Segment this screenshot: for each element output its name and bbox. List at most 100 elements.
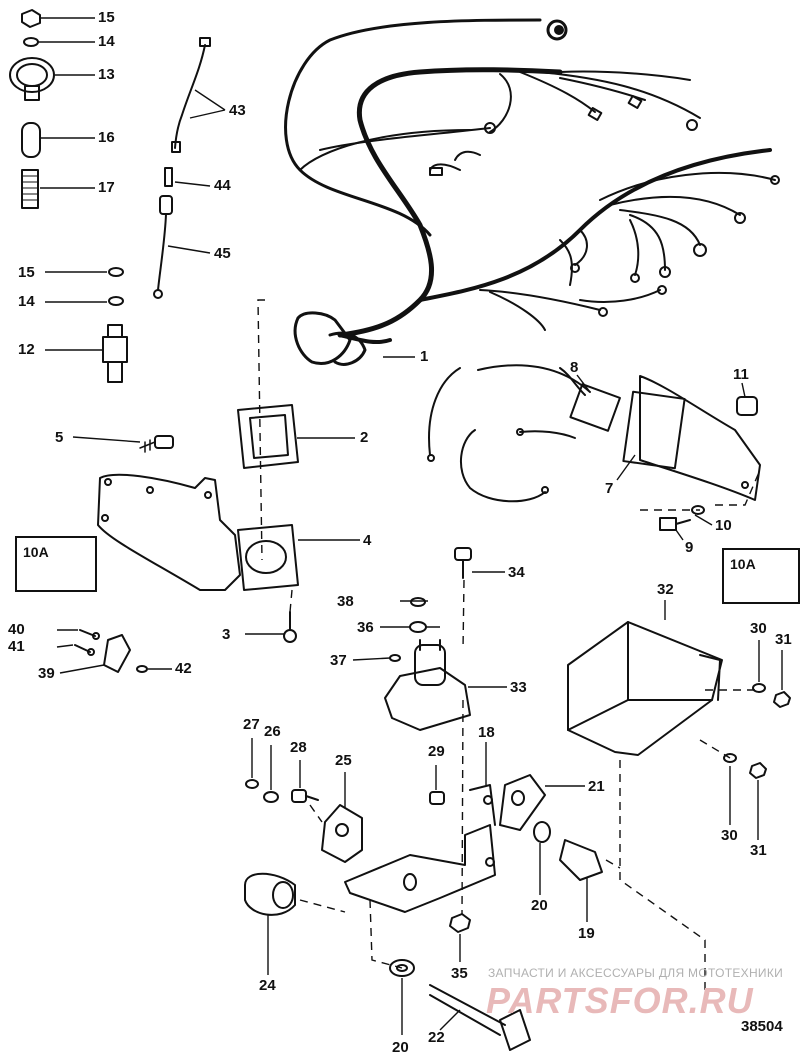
block-25 bbox=[321, 804, 363, 863]
callout-9: 9 bbox=[685, 539, 694, 556]
screw-3 bbox=[283, 611, 297, 643]
callout-12: 12 bbox=[18, 341, 35, 358]
bolt-34 bbox=[454, 547, 472, 579]
callout-31-lower: 31 bbox=[750, 842, 767, 859]
boot-2 bbox=[237, 404, 299, 469]
switch-12 bbox=[102, 324, 128, 383]
callout-7: 7 bbox=[605, 480, 614, 497]
callout-14-lower: 14 bbox=[18, 293, 35, 310]
wiring-harness bbox=[284, 18, 780, 366]
callout-15-lower: 15 bbox=[18, 264, 35, 281]
sender-13 bbox=[9, 57, 55, 101]
leader-lines bbox=[38, 17, 783, 1035]
washer-27 bbox=[245, 779, 259, 789]
bolt-19 bbox=[559, 839, 603, 881]
clip-39 bbox=[103, 634, 131, 673]
washer-26 bbox=[263, 791, 279, 803]
screw-29 bbox=[429, 791, 445, 805]
callout-40: 40 bbox=[8, 621, 25, 638]
callout-33: 33 bbox=[510, 679, 527, 696]
callout-34: 34 bbox=[508, 564, 525, 581]
washer-10 bbox=[691, 505, 705, 515]
callout-16: 16 bbox=[98, 129, 115, 146]
washers-30-31 bbox=[723, 683, 791, 779]
callout-30-lower: 30 bbox=[721, 827, 738, 844]
nut-15 bbox=[21, 9, 41, 28]
clamp-21 bbox=[499, 774, 546, 831]
callout-3: 3 bbox=[222, 626, 231, 643]
figure-number: 38504 bbox=[741, 1018, 783, 1035]
washer-37 bbox=[389, 654, 401, 662]
callout-14-top: 14 bbox=[98, 33, 115, 50]
callout-36: 36 bbox=[357, 619, 374, 636]
screw-5 bbox=[139, 435, 174, 453]
spacer-11 bbox=[736, 396, 758, 416]
cover-32 bbox=[567, 621, 723, 756]
washer-20-upper bbox=[533, 821, 551, 843]
callout-2: 2 bbox=[360, 429, 369, 446]
nut-38 bbox=[410, 597, 426, 607]
callout-20-upper: 20 bbox=[531, 897, 548, 914]
callout-4: 4 bbox=[363, 532, 372, 549]
callout-11: 11 bbox=[733, 366, 749, 383]
callout-10: 10 bbox=[715, 517, 732, 534]
watermark-logo: PARTSFOR.RU bbox=[486, 980, 754, 1021]
callout-39: 39 bbox=[38, 665, 55, 682]
inset-10a-left-label: 10A bbox=[23, 544, 49, 560]
callout-15-top: 15 bbox=[98, 9, 115, 26]
callout-27: 27 bbox=[243, 716, 260, 733]
callout-26: 26 bbox=[264, 723, 281, 740]
callout-17: 17 bbox=[98, 179, 115, 196]
spacer-24 bbox=[244, 872, 296, 916]
watermark-caption: ЗАПЧАСТИ И АКСЕССУАРЫ ДЛЯ МОТОТЕХНИКИ bbox=[488, 966, 784, 980]
callout-31-top: 31 bbox=[775, 631, 792, 648]
sleeve-16 bbox=[21, 122, 41, 158]
washer-14-lower bbox=[108, 296, 124, 306]
nut-35 bbox=[449, 913, 471, 933]
callout-22: 22 bbox=[428, 1029, 445, 1046]
callout-5: 5 bbox=[55, 429, 64, 446]
washer-20-lower bbox=[389, 959, 415, 977]
wire-45 bbox=[153, 195, 173, 299]
callout-42: 42 bbox=[175, 660, 192, 677]
callout-37: 37 bbox=[330, 652, 347, 669]
callout-25: 25 bbox=[335, 752, 352, 769]
callout-28: 28 bbox=[290, 739, 307, 756]
callout-30-top: 30 bbox=[750, 620, 767, 637]
bolt-22 bbox=[429, 984, 531, 1051]
callout-8: 8 bbox=[570, 359, 579, 376]
washer-42 bbox=[136, 665, 148, 673]
callout-21: 21 bbox=[588, 778, 605, 795]
callout-18: 18 bbox=[478, 724, 495, 741]
callout-1: 1 bbox=[420, 348, 429, 365]
regulator-7 bbox=[622, 375, 761, 501]
harness-8 bbox=[427, 364, 621, 503]
callout-44: 44 bbox=[214, 177, 231, 194]
callout-41: 41 bbox=[8, 638, 25, 655]
wire-43 bbox=[171, 37, 211, 153]
connector-44 bbox=[164, 167, 173, 187]
callout-19: 19 bbox=[578, 925, 595, 942]
callout-45: 45 bbox=[214, 245, 231, 262]
washer-14 bbox=[23, 37, 39, 47]
callout-38: 38 bbox=[337, 593, 354, 610]
nut-15-lower bbox=[108, 267, 124, 277]
inset-10a-right-label: 10A bbox=[730, 556, 756, 572]
washer-36 bbox=[409, 621, 427, 633]
solenoid-33 bbox=[384, 639, 471, 731]
stud-17 bbox=[21, 169, 39, 209]
callout-13: 13 bbox=[98, 66, 115, 83]
bracket-18 bbox=[344, 784, 496, 913]
callout-32: 32 bbox=[657, 581, 674, 598]
inset-10a-left: 10A bbox=[15, 536, 97, 592]
alignment-lines bbox=[257, 299, 761, 1000]
callout-24: 24 bbox=[259, 977, 276, 994]
callout-29: 29 bbox=[428, 743, 445, 760]
callout-43: 43 bbox=[229, 102, 246, 119]
screw-28 bbox=[291, 789, 319, 803]
bolt-9 bbox=[659, 517, 691, 531]
callout-35: 35 bbox=[451, 965, 468, 982]
inset-10a-right: 10A bbox=[722, 548, 800, 604]
screws-40-41 bbox=[74, 629, 100, 656]
